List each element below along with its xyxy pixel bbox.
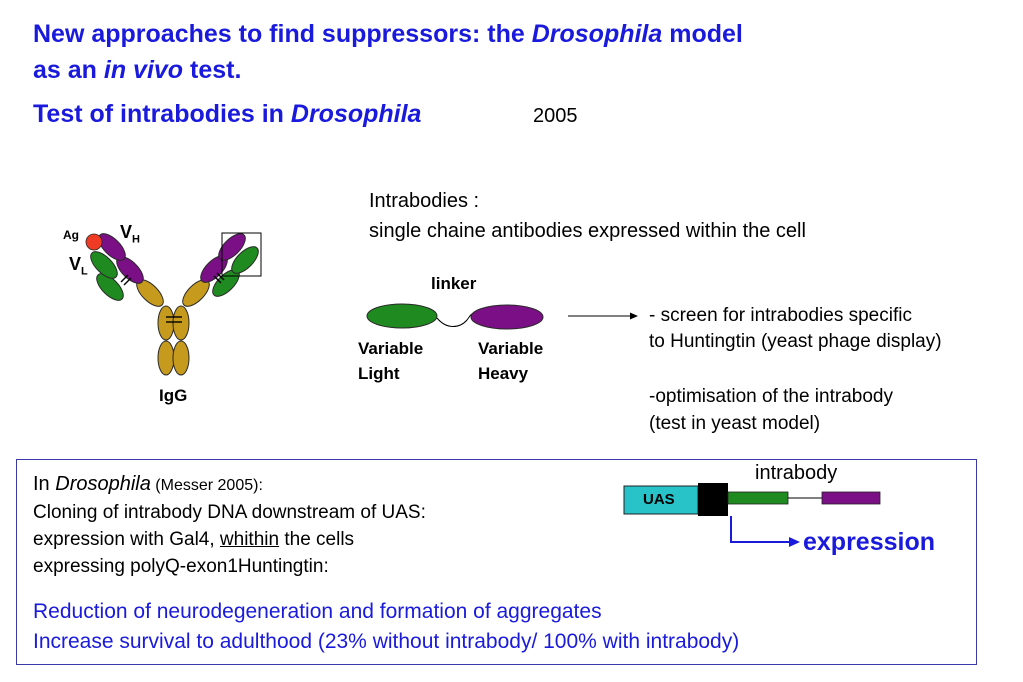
igg-label: IgG [159, 386, 188, 405]
subtitle: Test of intrabodies in Drosophila [33, 100, 422, 128]
heavy-ch3-left [157, 340, 175, 376]
antigen-dot [85, 233, 103, 251]
heavy-top-right [218, 233, 246, 261]
screen-note-line1: - screen for intrabodies specific [649, 305, 912, 326]
variable-light-label-1: Variable [358, 339, 424, 358]
igg-antibody [136, 279, 210, 376]
intrabody-def-line1: Intrabodies : [369, 190, 480, 212]
heavy-ch2-right [172, 305, 190, 341]
igg-arms [90, 233, 259, 301]
variable-light-label-2: Light [358, 364, 400, 383]
variable-heavy-domain [470, 304, 544, 330]
uas-box [623, 485, 699, 515]
linker-label: linker [431, 274, 477, 293]
antigen-label: Ag [63, 228, 79, 242]
screen-note-line3: -optimisation of the intrabody [649, 386, 893, 407]
vh-label: VH [120, 222, 140, 246]
title-line-1: New approaches to find suppressors: the … [33, 20, 743, 48]
drosophila-line3: expression with Gal4, whithin the cells [33, 529, 355, 550]
promoter-black-box [698, 483, 728, 516]
scfv-highlight-box [221, 232, 262, 277]
heavy-ch3-right [172, 340, 190, 376]
screen-note-line2: to Huntingtin (yeast phage display) [649, 331, 942, 352]
screen-note-line4: (test in yeast model) [649, 413, 821, 434]
title-line-2: as an in vivo test. [33, 56, 242, 84]
expression-label: expression [803, 528, 936, 556]
result-line2: Increase survival to adulthood (23% with… [33, 630, 740, 653]
drosophila-line2: Cloning of intrabody DNA downstream of U… [33, 502, 426, 523]
disulfide-bonds [120, 272, 225, 323]
intrabody-label: intrabody [755, 462, 838, 484]
screen-arrow-head [630, 312, 638, 320]
light-var-right [231, 246, 259, 274]
vl-label: VL [69, 254, 88, 278]
heavy-top-left [98, 233, 126, 261]
drosophila-box [16, 459, 977, 665]
light-var-left [90, 251, 118, 279]
drosophila-intro: In Drosophila (Messer 2005): [33, 473, 263, 495]
expression-arrow-head [789, 537, 800, 547]
year-label: 2005 [533, 105, 578, 127]
linker-curve [436, 313, 473, 327]
variable-light-domain [366, 303, 438, 329]
result-line1: Reduction of neurodegeneration and forma… [33, 600, 602, 623]
intrabody-def-line2: single chaine antibodies expressed withi… [369, 220, 806, 242]
variable-heavy-label-1: Variable [478, 339, 544, 358]
light-const-left [96, 273, 124, 301]
expression-arrow-line [730, 516, 790, 543]
intrabody-purple-segment [821, 491, 881, 505]
variable-heavy-label-2: Heavy [478, 364, 529, 383]
heavy-ch2-left [157, 305, 175, 341]
uas-label: UAS [643, 491, 675, 508]
drosophila-line4: expressing polyQ-exon1Huntingtin: [33, 556, 329, 577]
